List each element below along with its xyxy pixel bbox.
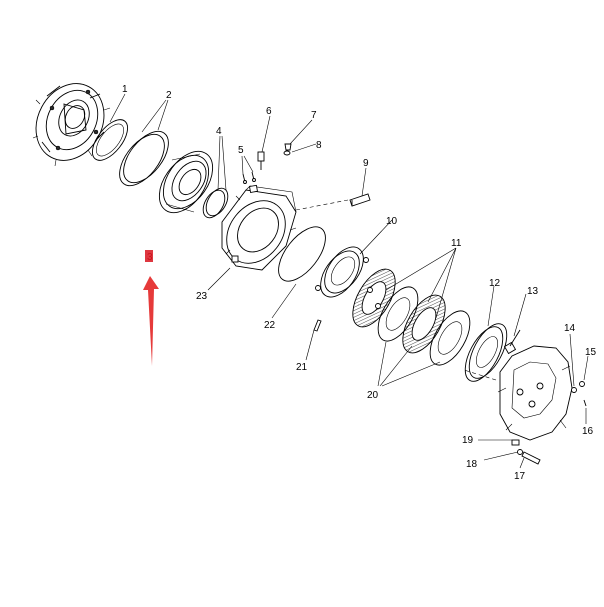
part-22-gasket bbox=[278, 226, 326, 282]
callout-15: 15 bbox=[585, 347, 597, 358]
part-3-piston bbox=[158, 150, 214, 214]
axle-housing bbox=[497, 345, 573, 441]
callout-23: 23 bbox=[196, 291, 208, 302]
leader-lines bbox=[109, 93, 589, 469]
part-4-o-rings bbox=[202, 187, 229, 219]
callout-19: 19 bbox=[462, 435, 474, 446]
callout-17: 17 bbox=[514, 471, 526, 482]
callout-22: 22 bbox=[264, 320, 276, 331]
parts-14-19-hardware bbox=[313, 319, 587, 465]
callout-4: 4 bbox=[216, 126, 222, 137]
callout-21: 21 bbox=[296, 362, 308, 373]
callout-1: 1 bbox=[122, 84, 128, 95]
callout-10: 10 bbox=[386, 216, 398, 227]
part-2-seal-ring bbox=[119, 130, 169, 187]
part-12-backing-plate bbox=[464, 323, 508, 382]
hub-housing bbox=[32, 83, 111, 167]
part-13-fitting bbox=[503, 329, 521, 355]
parts-5-8-hardware bbox=[242, 143, 292, 184]
callout-5: 5 bbox=[238, 145, 244, 156]
part-9-bolt bbox=[349, 193, 371, 207]
highlight-arrow-icon bbox=[143, 276, 159, 366]
callout-12: 12 bbox=[489, 278, 501, 289]
callout-2: 2 bbox=[166, 90, 172, 101]
callout-13: 13 bbox=[527, 286, 539, 297]
callout-8: 8 bbox=[316, 140, 322, 151]
reference-lines bbox=[295, 199, 497, 381]
callout-7: 7 bbox=[311, 110, 317, 121]
highlight-marker bbox=[145, 250, 153, 262]
callout-18: 18 bbox=[466, 459, 478, 470]
callout-6: 6 bbox=[266, 106, 272, 117]
part-11-friction-discs bbox=[352, 268, 446, 354]
highlight-annotation bbox=[143, 250, 159, 366]
callout-16: 16 bbox=[582, 426, 594, 437]
callout-9: 9 bbox=[363, 158, 369, 169]
callout-20: 20 bbox=[367, 390, 379, 401]
part-1-washer bbox=[92, 119, 128, 161]
callout-labels: 1 2 3 4 5 6 7 8 9 10 11 12 13 14 15 16 1… bbox=[122, 84, 597, 482]
part-10-pressure-plate bbox=[315, 246, 369, 298]
part-23-brake-housing bbox=[221, 184, 297, 271]
callout-14: 14 bbox=[564, 323, 576, 334]
callout-11: 11 bbox=[451, 238, 462, 249]
